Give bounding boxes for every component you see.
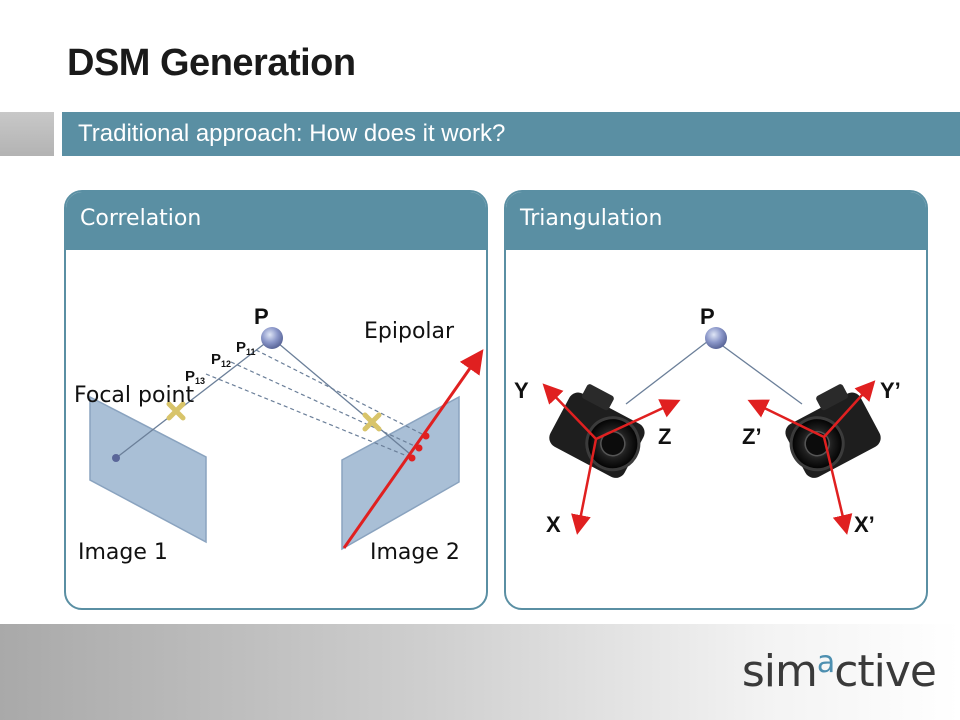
p12-label: P12 — [211, 351, 231, 369]
correlation-diagram: P P11 P12 P13 Epipolar Focal point Image… — [74, 304, 484, 565]
subtitle-bar: Traditional approach: How does it work? — [62, 112, 960, 156]
ray-p13 — [205, 373, 413, 459]
image-1-plane — [89, 395, 207, 544]
right-axis-y-label: Y’ — [880, 378, 901, 403]
point-p-sphere — [261, 327, 283, 349]
left-axis-y — [542, 383, 597, 440]
subtitle-text: Traditional approach: How does it work? — [78, 120, 506, 147]
candidate-point-3 — [408, 454, 416, 462]
focal-marker-right — [362, 412, 382, 432]
right-axis-z-label: Z’ — [742, 424, 762, 449]
epipolar-label: Epipolar — [364, 319, 455, 344]
slide-title: DSM Generation — [67, 42, 356, 84]
point-p-label: P — [700, 304, 715, 329]
image-1-label: Image 1 — [78, 540, 168, 565]
left-axis-x-label: X — [546, 512, 561, 537]
triangulation-diagram: P Y Z X Y’ Z’ X’ — [514, 304, 901, 537]
focal-marker-left — [166, 401, 186, 421]
triangulation-panel-header: Triangulation — [506, 192, 926, 250]
right-axis-x-label: X’ — [854, 512, 875, 537]
ray-p12 — [230, 361, 420, 449]
ray-p11 — [255, 349, 427, 437]
candidate-point-1 — [422, 432, 430, 440]
ray-right-camera — [711, 337, 803, 405]
point-p-sphere — [705, 327, 727, 349]
footer-band — [0, 624, 960, 720]
p13-label: P13 — [185, 368, 205, 386]
ray-image1-to-p — [115, 337, 273, 459]
triangulation-panel: Triangulation — [504, 190, 928, 610]
correlation-header-label: Correlation — [80, 206, 202, 231]
point-p-label: P — [254, 304, 269, 329]
subtitle-tab-decoration — [0, 112, 54, 156]
simactive-logo: simactive — [741, 645, 937, 697]
left-axis-x — [571, 438, 598, 535]
right-axis-x — [822, 436, 853, 535]
image-1-point — [112, 454, 120, 462]
ray-left-camera — [625, 337, 713, 405]
image-2-label: Image 2 — [370, 540, 460, 565]
right-axis-z — [747, 399, 825, 439]
epipolar-line — [342, 349, 484, 549]
focal-point-label: Focal point — [74, 383, 194, 408]
left-axis-z — [595, 399, 681, 441]
correlation-panel: Correlation — [64, 190, 488, 610]
left-axis-z-label: Z — [658, 424, 671, 449]
left-axis-y-label: Y — [514, 378, 529, 403]
ray-p-to-image2 — [271, 337, 411, 455]
candidate-point-2 — [415, 444, 423, 452]
triangulation-header-label: Triangulation — [520, 206, 663, 231]
right-axis-y — [823, 380, 876, 438]
correlation-panel-header: Correlation — [66, 192, 486, 250]
p11-label: P11 — [236, 339, 256, 357]
